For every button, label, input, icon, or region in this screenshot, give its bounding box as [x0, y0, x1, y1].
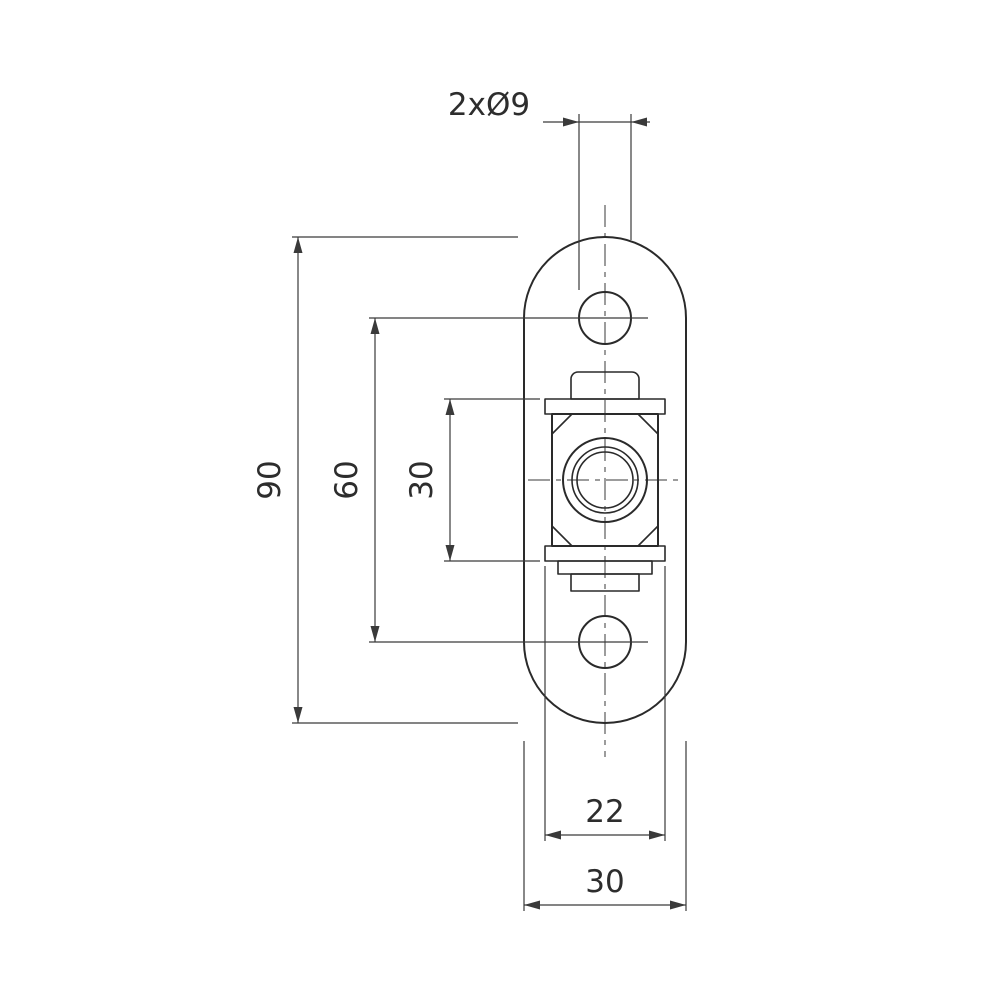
dim-label-plate-width: 30 [585, 864, 624, 900]
dim-label-overall-height: 90 [252, 460, 288, 499]
bore-outer-circle [562, 437, 648, 523]
hub-bottom-step-2 [570, 573, 640, 592]
hex-chamfer-top-right [637, 413, 659, 435]
dim-label-hub-height: 30 [404, 460, 440, 499]
part-geometry [523, 236, 687, 724]
bore-middle-circle [571, 446, 639, 514]
arrowhead [370, 318, 380, 334]
dimension-hub-height: 30 [404, 398, 540, 562]
dim-label-hole-callout: 2xØ9 [448, 87, 530, 123]
dim-label-flange-width: 22 [585, 794, 624, 830]
hex-chamfer-bottom-right [637, 525, 659, 547]
arrowhead [545, 830, 561, 840]
arrowhead [293, 707, 303, 723]
arrowhead [670, 900, 686, 910]
arrowhead [293, 237, 303, 253]
arrowhead [631, 117, 647, 127]
arrowhead [649, 830, 665, 840]
hex-chamfer-top-left [551, 413, 573, 435]
hex-chamfer-bottom-left [551, 525, 573, 547]
arrowhead [445, 545, 455, 561]
dimension-overall-height: 90 [252, 236, 518, 724]
dimension-hole-callout: 2xØ9 [448, 87, 650, 290]
arrowhead [445, 399, 455, 415]
plate-outline [523, 236, 687, 724]
centerlines [528, 205, 682, 757]
arrowhead [524, 900, 540, 910]
dimension-plate-width: 30 [523, 741, 687, 911]
dim-label-hole-spacing: 60 [329, 460, 365, 499]
dimension-hole-spacing: 60 [329, 317, 648, 643]
hub-top-cap [570, 371, 640, 400]
arrowhead [370, 626, 380, 642]
bore-inner-circle [576, 451, 634, 509]
dimension-flange-width: 22 [544, 566, 666, 841]
arrowhead [563, 117, 579, 127]
